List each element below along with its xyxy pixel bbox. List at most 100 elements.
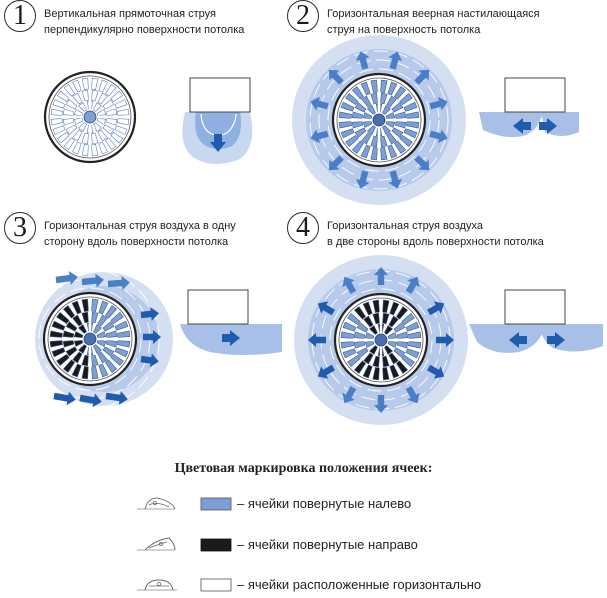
flow-arrow-icon — [342, 276, 357, 294]
flow-arrow-icon — [310, 96, 329, 111]
diffuser-cell — [380, 147, 388, 161]
legend-item-right: – ячейки повернутые направо — [135, 534, 555, 558]
legend-item-left: – ячейки повернутые налево — [135, 493, 555, 517]
diffuser-cell — [396, 341, 409, 349]
diffuser-cell — [372, 355, 380, 368]
diffuser-cell — [114, 320, 129, 331]
diffuser-cell — [98, 363, 109, 378]
diffuser-cell — [98, 79, 108, 93]
diffuser-cell — [102, 124, 115, 135]
diffuser-cell — [73, 109, 84, 117]
diffuser-cell — [91, 298, 99, 312]
diffuser-cell — [393, 140, 407, 154]
flow-arrow-icon — [328, 155, 344, 171]
diffuser-cell — [387, 340, 398, 348]
diffuser-cell — [117, 108, 130, 116]
streamline — [318, 59, 440, 181]
flow-arrow-icon — [143, 330, 161, 344]
diffuser-cell — [367, 125, 376, 135]
diffuser-face — [20, 269, 173, 409]
diffuser-cell — [387, 332, 398, 340]
diffuser-cell — [73, 331, 84, 339]
diffuser-cell — [353, 331, 366, 339]
right-arrow-icon — [222, 330, 240, 346]
diffuser-cell — [117, 118, 130, 126]
diffuser-cell — [117, 330, 131, 338]
diffuser-cell — [395, 306, 409, 320]
diffuser-cell — [63, 137, 76, 151]
diffuser-cell — [56, 131, 70, 144]
diffuser-cell — [62, 305, 76, 319]
diffuser-cell — [354, 102, 367, 113]
diffuser-cell — [73, 339, 84, 347]
diffuser-cell — [104, 359, 118, 373]
flow-arrow-icon — [427, 301, 445, 316]
diffuser-cell — [372, 299, 380, 313]
flow-arrow-icon — [342, 386, 357, 404]
diffuser-cell — [382, 299, 390, 313]
diffuser-cell — [403, 101, 418, 112]
diffuser-cell — [96, 117, 107, 125]
diffuser-cell — [372, 312, 380, 325]
diffuser-cell — [102, 346, 115, 357]
diffuser-cell — [62, 108, 75, 116]
swatch-black — [200, 538, 232, 552]
diffuser-cell — [382, 105, 391, 115]
diffuser-cell — [72, 79, 82, 93]
diffuser-cell — [393, 86, 407, 100]
caption-line-2: в две стороны вдоль поверхности потолка — [327, 236, 544, 248]
flow-arrow-icon — [105, 391, 128, 405]
diffuser-cell — [388, 315, 399, 328]
ceiling-duct — [187, 289, 249, 325]
diffuser-cell — [406, 111, 420, 119]
diffuser-cell — [342, 348, 357, 359]
streamline — [38, 287, 142, 391]
diffuser-cell — [385, 120, 396, 128]
diffuser-cell — [351, 111, 364, 119]
streamline — [20, 269, 160, 409]
diffuser-cell — [362, 364, 373, 379]
side-view — [469, 289, 603, 353]
diffuser-hub — [83, 110, 97, 124]
diffuser-cell — [399, 134, 413, 148]
flow-arrow-icon — [414, 69, 430, 85]
diffuser-cell — [105, 118, 118, 126]
diffuser-cell — [56, 90, 70, 103]
diffuser-cell — [405, 321, 420, 332]
diffuser-cell — [340, 101, 355, 112]
diffuser-cell — [347, 354, 361, 368]
flow-arrow-icon — [388, 51, 403, 70]
diffuser-cell — [394, 111, 407, 119]
diffuser-cell — [72, 351, 83, 364]
diffuser-cell — [338, 121, 352, 129]
ceiling-duct — [189, 77, 251, 113]
caption-line-1: Вертикальная прямоточная струя — [44, 8, 216, 20]
flow-arrow-icon — [405, 386, 420, 404]
diffuser-cell — [93, 324, 102, 334]
caption-line-2: сторону вдоль поверхности потолка — [44, 236, 229, 248]
diffuser-cell — [363, 352, 374, 365]
diffuser-cell — [114, 347, 129, 358]
diffuser-cell — [389, 301, 400, 316]
diffuser-cell — [370, 147, 378, 161]
cell-left-icon — [137, 497, 232, 511]
diffuser-cell — [65, 99, 78, 110]
diffuser-cell — [386, 95, 397, 108]
legend-item-horizontal: – ячейки расположенные горизонтально — [135, 574, 555, 598]
flow-arrow-icon — [79, 393, 102, 408]
diffuser-cell — [394, 121, 407, 129]
diffuser-cell — [353, 341, 366, 349]
diffuser-cell — [387, 144, 398, 159]
diffuser-cell — [386, 132, 397, 145]
diffuser-cell — [364, 332, 375, 340]
panel-3: 3 Горизонтальная струя воздуха в одну ст… — [0, 212, 300, 422]
panel-number: 3 — [4, 212, 36, 244]
diffuser-cell — [81, 77, 89, 90]
diffuser-cell — [102, 321, 115, 332]
right-arrow-icon — [547, 332, 565, 348]
diffuser-cell — [388, 352, 399, 365]
diffuser-cell — [340, 341, 354, 349]
diffuser-cell — [110, 311, 124, 325]
flow-arrow-icon — [429, 129, 448, 144]
diffuser-cell — [401, 354, 415, 368]
